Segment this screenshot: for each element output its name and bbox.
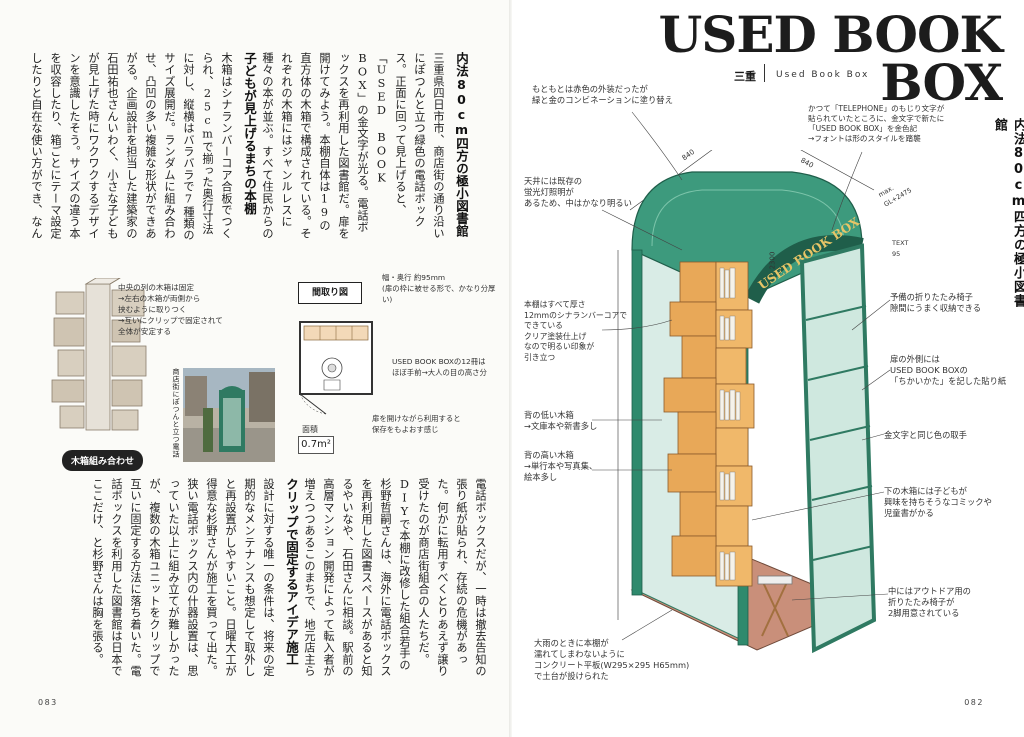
section1-heading: 内法80cm四方の極小図書館 [454,52,469,237]
phone-booth-illustration: USED BOOK BOX [617,150,877,654]
right-page: USED BOOK BOX 三重 Used Book Box 内法80cm四方の… [512,0,1024,737]
section1-body: 三重県四日市市、商店街の通り沿いにぽつんと立つ緑色の電話ボックス。正面に回って見… [262,52,445,240]
note-gold-handle: 金文字と同じ色の取手 [884,430,967,440]
note-back-small: 背の低い木箱 →文庫本や新書多し [524,410,598,431]
note-back-tall: 背の高い木箱 →単行本や写真集、 絵本多し [524,450,598,482]
vertical-tag: 内法80cm四方の極小図書館 [992,118,1024,308]
floorplan-drawing [299,321,373,415]
note-telephone-text: かつて「TELEPHONE」のもじり文字が 貼られていたところに、金文字で新たに… [808,104,945,143]
annotation-leaders [591,111,891,641]
note-shelf-material: 本棚はすべて厚さ 12mmのシナランバーコアで できている クリア塗装仕上げ な… [524,300,628,362]
note-outdoor-chair: 中にはアウトドア用の 折りたたみ椅子が 2脚用意されている [888,586,971,618]
note-floor-block: 大雨のときに本棚が 濡れてしまわないように コンクリート平板(W295×295 … [534,638,690,681]
section3-body: 電話ボックスだが、一時は撤去告知の張り紙が貼られ、存続の危機があった。何かに転用… [304,478,487,677]
left-page-number: 083 [38,698,58,707]
note-top-paint: もともとは赤色の外装だったが 緑と金のコンビネーションに塗り替え [532,84,673,105]
floorplan-area-label: 面積 [302,425,318,434]
crate-notes: 中央の列の木箱は固定 →左右の木箱が両側から 挟むように取りつく →互いにクリッ… [118,283,223,336]
note-folding-chair: 予備の折りたたみ椅子 隙間にうまく収納できる [890,292,982,313]
floorplan-note-mid: USED BOOK BOXの12冊は ほぼ手前→大人の目の高さ分 [392,357,487,377]
prefecture-label: 三重 [734,70,756,83]
header-separator [764,64,765,82]
floorplan-note-door: 扉を開けながら利用すると 保存をもよおす感じ [372,414,461,434]
crate-badge: 木箱組み合わせ [62,450,144,471]
subtitle-en: Used Book Box [776,70,870,80]
phone-box-photo [183,368,275,462]
floorplan-area: 0.7m² [298,436,334,454]
right-page-number: 082 [964,698,984,707]
dim-text: TEXT 95 [892,239,909,258]
left-page: 内法80cm四方の極小図書館 三重県四日市市、商店街の通り沿いにぽつんと立つ緑色… [30,52,496,707]
section2-body: 木箱はシナランバーコア合板でつくられ、25cmで揃った奥行寸法に対し、縦横はバラ… [30,52,233,241]
title-line2: BOX [880,53,1003,112]
section2-heading: 子どもが見上げるまちの本棚 [242,52,257,215]
section4-body: 設計に対する唯一の条件は、将来の定期的なメンテナンスも想定して取外しと再設置がし… [91,478,275,677]
note-comics-bottom: 下の木箱には子どもが 興味を持ちそうなコミックや 児童書がかる [884,486,992,518]
floorplan-title: 間取り図 [298,282,362,304]
crate-stack-illustration [51,278,147,431]
photo-caption: 商店街にぽつんと立つ電話ボックス [172,368,180,458]
note-ceiling-light: 天井には既存の 蛍光灯照明が あるため、中はかなり明るい [524,176,632,208]
section4-heading: クリップで固定するアイデア施工 [284,478,299,666]
floorplan-note-top: 幅・奥行 約95mm (扉の枠に被せる形で、かなり分厚い) [382,273,496,304]
title-line1: USED BOOK [658,5,1003,64]
note-door-sticker: 扉の外側には USED BOOK BOXの 「ちかいかた」を記した貼り紙 [890,354,1007,386]
